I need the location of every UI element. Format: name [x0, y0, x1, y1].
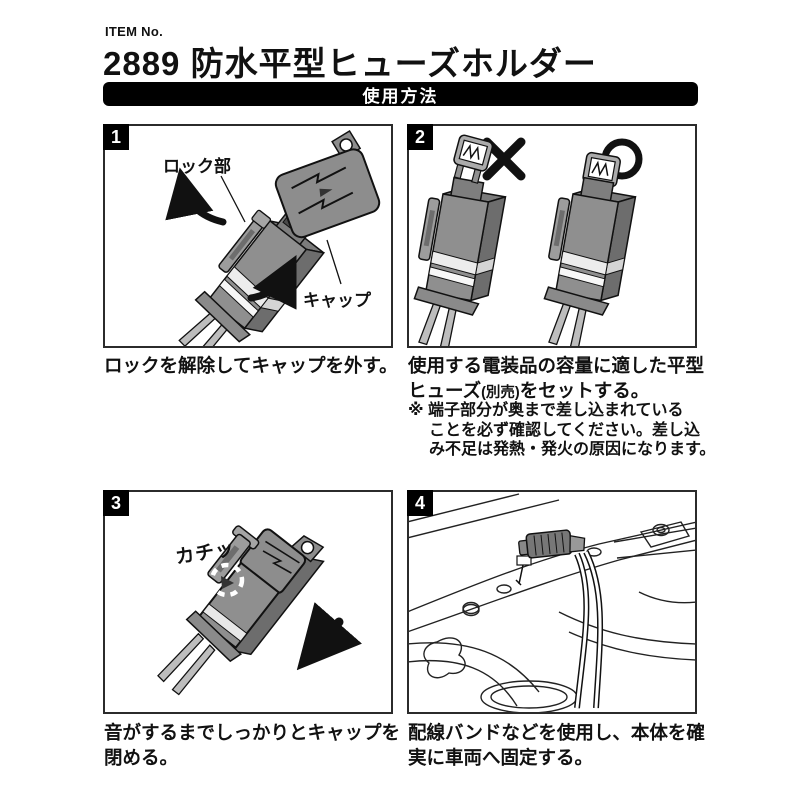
step1-panel: 1 ロック部 キ: [103, 124, 393, 348]
step4-caption: 配線バンドなどを使用し、本体を確 実に車両へ固定する。: [408, 722, 705, 768]
remove-cap-arrow-icon: [247, 254, 297, 310]
step3-illustration: [157, 525, 362, 696]
closed-connector-drawing: [157, 525, 325, 696]
step4-number-badge: 4: [407, 490, 433, 516]
cap-leader-line: [326, 239, 342, 285]
step1-illustration: [165, 129, 381, 346]
unlock-arrow-icon: [165, 167, 227, 226]
cap-drawing: [274, 129, 381, 239]
sold-separately-note: (別売): [481, 385, 520, 401]
section-title-bar: 使用方法: [103, 82, 698, 106]
step2-caption-line1: 使用する電装品の容量に適した平型: [408, 355, 705, 376]
step2-illustration: [409, 133, 643, 346]
step4-panel: 4: [407, 490, 697, 714]
note-line3: み不足は発熱・発火の原因になります。: [429, 441, 716, 458]
step1-number-badge: 1: [103, 124, 129, 150]
lock-part-label: ロック部: [163, 157, 231, 176]
latch-highlight-circle: [209, 562, 245, 598]
step3-caption: 音がするまでしっかりとキャップを 閉める。: [104, 722, 401, 768]
step3-panel: 3 カチッ: [103, 490, 393, 714]
lock-leader-line: [220, 175, 246, 223]
item-no-label: ITEM No.: [105, 24, 164, 39]
step4-illustration: [409, 493, 695, 712]
step3-number-badge: 3: [103, 490, 129, 516]
step2-panel: 2: [407, 124, 697, 348]
step2-warning-note: ※ 端子部分が奥まで差し込まれている ことを必ず確認してください。差し込 み不足…: [408, 401, 715, 460]
vehicle-frame-drawing: [409, 493, 695, 712]
latch-arrow-mark: [221, 576, 234, 589]
note-line1: ※ 端子部分が奥まで差し込まれている: [408, 402, 684, 419]
cap-label: キャップ: [303, 291, 371, 310]
section-title: 使用方法: [362, 86, 439, 106]
step2-caption: 使用する電装品の容量に適した平型 ヒューズ(別売)をセットする。: [408, 353, 704, 406]
close-cap-arrow-icon: [296, 602, 362, 671]
step1-caption: ロックを解除してキャップを外す。: [104, 355, 398, 376]
mounted-holder-drawing: [515, 529, 604, 709]
step2-caption-line2: ヒューズ(別売)をセットする。: [408, 380, 650, 401]
note-line2: ことを必ず確認してください。差し込: [429, 421, 701, 439]
step2-number-badge: 2: [407, 124, 433, 150]
page-title: 2889 防水平型ヒューズホルダー: [103, 45, 597, 82]
